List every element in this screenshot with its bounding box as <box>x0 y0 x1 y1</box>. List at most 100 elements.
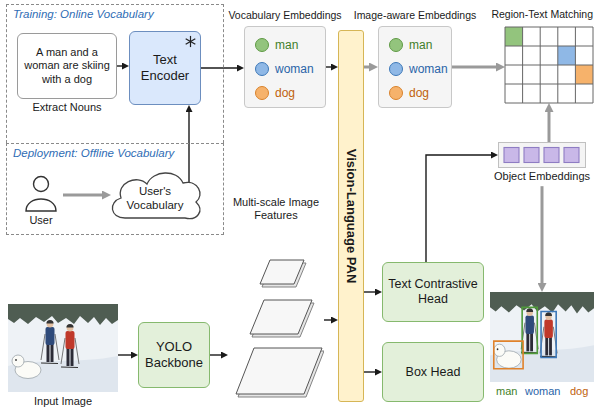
connector-arrow <box>324 319 331 320</box>
input-image-part <box>8 304 118 325</box>
grid-cells-part <box>505 84 593 85</box>
input-image-part <box>46 320 53 324</box>
embedding-item: dog <box>387 83 449 103</box>
connector-arrow <box>117 65 122 66</box>
input-image-part <box>51 344 54 362</box>
embedding-dot <box>255 62 269 76</box>
vocabulary-region: UserUser's VocabularyDeployment: Offline… <box>6 143 224 235</box>
panel-heading: Region-Text Matching <box>491 8 593 21</box>
connector-arrow <box>426 155 491 262</box>
user-icon-part <box>34 177 49 192</box>
input-image <box>8 304 118 392</box>
figure-caption: Input Image <box>8 395 118 408</box>
caption-text: Extract Nouns <box>18 101 116 114</box>
grid-cells <box>505 27 593 103</box>
output-image-part <box>526 333 529 351</box>
box-label: Text Contrastive Head <box>387 277 479 307</box>
connector-arrow <box>210 354 221 355</box>
vocabulary-region: A man and a woman are skiing with a dogE… <box>6 4 224 143</box>
output-image-part <box>497 348 499 350</box>
input-image-part <box>46 327 55 345</box>
input-image-part <box>8 304 118 392</box>
panel-heading: Vocabulary Embeddings <box>228 9 341 22</box>
grid-cells-part <box>505 65 593 66</box>
output-image-part <box>544 320 553 338</box>
word-label: man <box>275 35 298 55</box>
class-label: woman <box>525 385 560 398</box>
output-image-part <box>545 312 552 316</box>
input-image-part <box>67 325 74 332</box>
embedding-dot <box>389 62 403 76</box>
panel-caption: Object Embeddings <box>494 170 590 183</box>
output-image-part <box>490 345 594 382</box>
user-icon <box>21 174 61 212</box>
feature-maps-part <box>260 260 304 284</box>
input-image-part <box>8 356 118 392</box>
embedding-squares-part <box>544 148 559 163</box>
region-heading: Deployment: Offline Vocabulary <box>13 147 174 161</box>
input-image-part <box>47 344 50 362</box>
feature-maps-part <box>250 300 312 334</box>
word-label: man <box>409 35 432 55</box>
input-image-part <box>61 366 78 368</box>
input-image-part <box>41 362 58 364</box>
region-heading: Training: Online Vocabulary <box>13 8 154 22</box>
input-image-part <box>41 334 45 360</box>
output-image-part <box>545 313 551 320</box>
embedding-squares-part <box>564 148 579 163</box>
figure-caption: User <box>21 214 61 227</box>
box-label: Box Head <box>406 365 461 380</box>
output-image-part <box>545 337 548 355</box>
connector-arrow <box>541 186 544 283</box>
input-photo: Input Image <box>8 304 118 392</box>
connector-arrow <box>452 66 496 69</box>
embedding-dot <box>389 38 403 52</box>
object-embeddings: Object Embeddings <box>498 142 586 168</box>
head-box: Text Contrastive Head <box>382 262 484 322</box>
head-box: Box Head <box>382 342 484 402</box>
word-label: dog <box>275 83 295 103</box>
feature-maps <box>228 230 324 400</box>
detection-box <box>494 341 523 369</box>
connectors <box>63 66 549 372</box>
input-image-part <box>75 338 79 364</box>
embedding-dot <box>255 38 269 52</box>
connector-arrow <box>364 66 369 69</box>
connector-arrow <box>201 67 237 68</box>
connector-arrow <box>326 66 331 67</box>
snowflake-icon-part <box>186 39 196 45</box>
grid-cells-part <box>505 27 593 28</box>
connector-arrow <box>364 291 375 292</box>
encoder-box: Text Encoder <box>129 31 201 105</box>
embedding-squares <box>499 143 585 167</box>
embedding-dot <box>389 86 403 100</box>
output-image-part <box>526 308 533 312</box>
snowflake-icon-part <box>186 39 196 45</box>
output-image-part <box>526 309 532 316</box>
caption-box: A man and a woman are skiing with a dogE… <box>17 33 117 99</box>
word-label: dog <box>409 83 429 103</box>
word-label: woman <box>409 59 448 79</box>
user-icon-part <box>26 199 56 211</box>
connector-arrow <box>63 194 102 197</box>
pan-block: Vision-Language PAN <box>338 30 364 402</box>
input-image-part <box>61 338 65 364</box>
input-image-part <box>15 359 17 361</box>
grid-cells-part <box>505 46 593 47</box>
embedding-squares-part <box>504 148 519 163</box>
output-image-part <box>549 337 552 355</box>
embedding-item: woman <box>387 59 449 79</box>
backbone-box: YOLO Backbone <box>138 322 210 388</box>
embedding-panel: manwomandogVocabulary Embeddings <box>244 26 326 108</box>
user-figure: User <box>21 174 61 228</box>
snowflake-icon <box>184 35 197 48</box>
figure-caption: Multi-scale Image Features <box>228 196 324 222</box>
box-label: Text Encoder <box>134 52 196 83</box>
feature-maps-part <box>236 348 322 394</box>
matching-grid: Region-Text Matching <box>505 27 593 103</box>
feature-stack: Multi-scale Image Features <box>228 196 324 402</box>
grid-cells-part <box>575 65 593 84</box>
class-label: dog <box>570 385 588 398</box>
output-image-part <box>490 292 594 313</box>
connector-arrow <box>118 354 131 355</box>
